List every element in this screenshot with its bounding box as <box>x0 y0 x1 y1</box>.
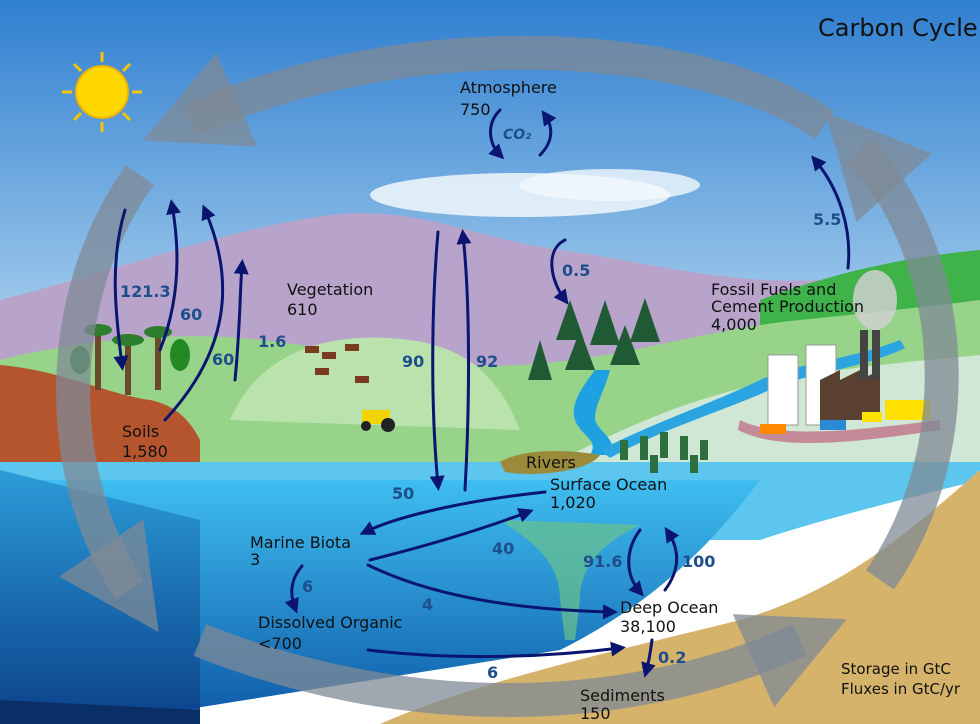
sediments-value: 150 <box>580 704 611 723</box>
soil-block <box>0 365 200 470</box>
livestock-icons <box>305 344 369 383</box>
legend-fluxes: Fluxes in GtC/yr <box>841 680 961 698</box>
flux-fossil: 5.5 <box>813 210 841 229</box>
sediments-label: Sediments <box>580 686 665 705</box>
units-legend: Storage in GtC Fluxes in GtC/yr <box>841 660 961 698</box>
river <box>573 370 613 455</box>
road <box>738 420 940 444</box>
atmosphere-value: 750 <box>460 100 491 119</box>
flux-forest: 0.5 <box>562 261 590 280</box>
deep-ocean-value: 38,100 <box>620 617 676 636</box>
flux-arrows <box>113 108 851 678</box>
crop-field <box>620 432 708 473</box>
flux-surface-biota: 40 <box>492 539 514 558</box>
flux-soil-respiration: 121.3 <box>120 282 171 301</box>
cycle-arrows <box>56 35 959 717</box>
flux-biota-surface: 50 <box>392 484 414 503</box>
flux-ocean-release: 92 <box>476 352 498 371</box>
conifer-forest <box>528 298 660 380</box>
fossil-fuels-label-line2: Cement Production <box>711 297 864 316</box>
rivers-label: Rivers <box>526 453 576 472</box>
vegetation-value: 610 <box>287 300 318 319</box>
flux-sedimentation: 0.2 <box>658 648 686 667</box>
cloud <box>520 169 700 201</box>
flux-vegetation-60a: 60 <box>180 305 202 324</box>
plume <box>500 520 640 640</box>
flux-dissolved-deep: 6 <box>487 663 498 682</box>
flux-vegetation-60b: 60 <box>212 350 234 369</box>
marine-biota-label: Marine Biota <box>250 533 351 552</box>
flux-land-use: 1.6 <box>258 332 286 351</box>
flux-surface-deep: 91.6 <box>583 552 622 571</box>
fossil-fuels-label-line1: Fossil Fuels and <box>711 280 836 299</box>
hill <box>230 337 520 430</box>
soils-label: Soils <box>122 422 159 441</box>
marine-biota-value: 3 <box>250 550 260 569</box>
soils-value: 1,580 <box>122 442 168 461</box>
sun-icon <box>62 52 142 132</box>
vegetation-label: Vegetation <box>287 280 373 299</box>
diagram-title: Carbon Cycle <box>818 14 978 42</box>
seabed-dark <box>0 700 200 724</box>
dissolved-organic-label: Dissolved Organic <box>258 613 402 632</box>
co2-label: CO₂ <box>503 127 532 143</box>
fossil-fuels-value: 4,000 <box>711 315 757 334</box>
flux-biota-dissolved: 6 <box>302 577 313 596</box>
deep-ocean-label: Deep Ocean <box>620 598 718 617</box>
tractor-icon <box>361 410 395 432</box>
flux-deep-surface: 100 <box>682 552 715 571</box>
river-delta <box>500 450 600 475</box>
factory-icon <box>767 270 897 426</box>
surface-ocean-label: Surface Ocean <box>550 475 667 494</box>
legend-storage: Storage in GtC <box>841 660 951 678</box>
flux-ocean-uptake: 90 <box>402 352 424 371</box>
vehicle-icons <box>760 400 930 434</box>
atmosphere-label: Atmosphere <box>460 78 557 97</box>
dissolved-organic-value: <700 <box>258 634 302 653</box>
surface-ocean-value: 1,020 <box>550 493 596 512</box>
flux-biota-deep: 4 <box>422 595 433 614</box>
